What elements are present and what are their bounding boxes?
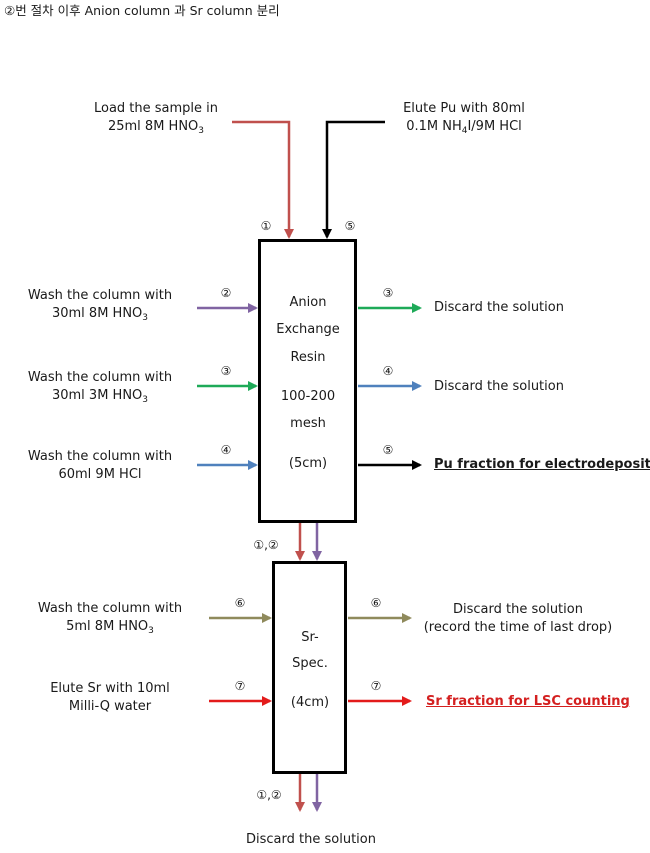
sr-box-l3: (4cm) — [290, 695, 330, 710]
step-5-out-label: ⑤ — [382, 443, 394, 457]
step-7-in-label: ⑦ — [234, 679, 246, 693]
anion-box-l5: mesh — [290, 416, 326, 431]
step-5-label: ⑤ — [344, 219, 356, 233]
step-3-out-label: ③ — [382, 286, 394, 300]
sr-discard: Discard the solution (record the time of… — [423, 602, 613, 635]
wash-label-3: Wash the column with 30ml 3M HNO3 — [27, 370, 173, 405]
step-6-in-label: ⑥ — [234, 596, 246, 610]
wash-label-4: Wash the column with 60ml 9M HCl — [27, 449, 173, 482]
step-6-out-label: ⑥ — [370, 596, 382, 610]
sr-box-l2: Spec. — [292, 656, 328, 671]
sr-wash-label: Wash the column with 5ml 8M HNO3 — [37, 601, 183, 636]
between-step-label: ①,② — [253, 538, 279, 552]
bottom-step-label: ①,② — [256, 788, 282, 802]
step-4-out-label: ④ — [382, 364, 394, 378]
step-4-in-label: ④ — [220, 443, 232, 457]
load-arrow — [232, 120, 294, 239]
anion-box-l3: Resin — [290, 350, 326, 365]
step-1-label: ① — [260, 219, 272, 233]
sr-spec-column — [272, 561, 347, 774]
bottom-discard: Discard the solution — [246, 832, 376, 847]
pu-fraction: Pu fraction for electrodeposition — [434, 457, 650, 472]
step-3-in-label: ③ — [220, 364, 232, 378]
sr-box-l1: Sr- — [301, 630, 319, 645]
sr-fraction: Sr fraction for LSC counting — [426, 694, 630, 709]
elute-pu-arrow — [322, 120, 385, 239]
step-7-out-label: ⑦ — [370, 679, 382, 693]
load-label: Load the sample in 25ml 8M HNO3 — [93, 101, 219, 136]
anion-box-l6: (5cm) — [288, 456, 328, 471]
anion-box-l1: Anion — [289, 295, 327, 310]
sr-elute-label: Elute Sr with 10ml Milli-Q water — [50, 681, 170, 714]
discard-3: Discard the solution — [434, 300, 564, 315]
elute-pu-label: Elute Pu with 80ml 0.1M NH4I/9M HCl — [403, 101, 525, 136]
anion-box-l2: Exchange — [276, 322, 340, 337]
page-title: ②번 절차 이후 Anion column 과 Sr column 분리 — [4, 3, 280, 18]
discard-4: Discard the solution — [434, 379, 564, 394]
wash-label-2: Wash the column with 30ml 8M HNO3 — [27, 288, 173, 323]
anion-box-l4: 100-200 — [280, 389, 336, 404]
step-2-label: ② — [220, 286, 232, 300]
anion-exchange-column — [258, 239, 357, 523]
